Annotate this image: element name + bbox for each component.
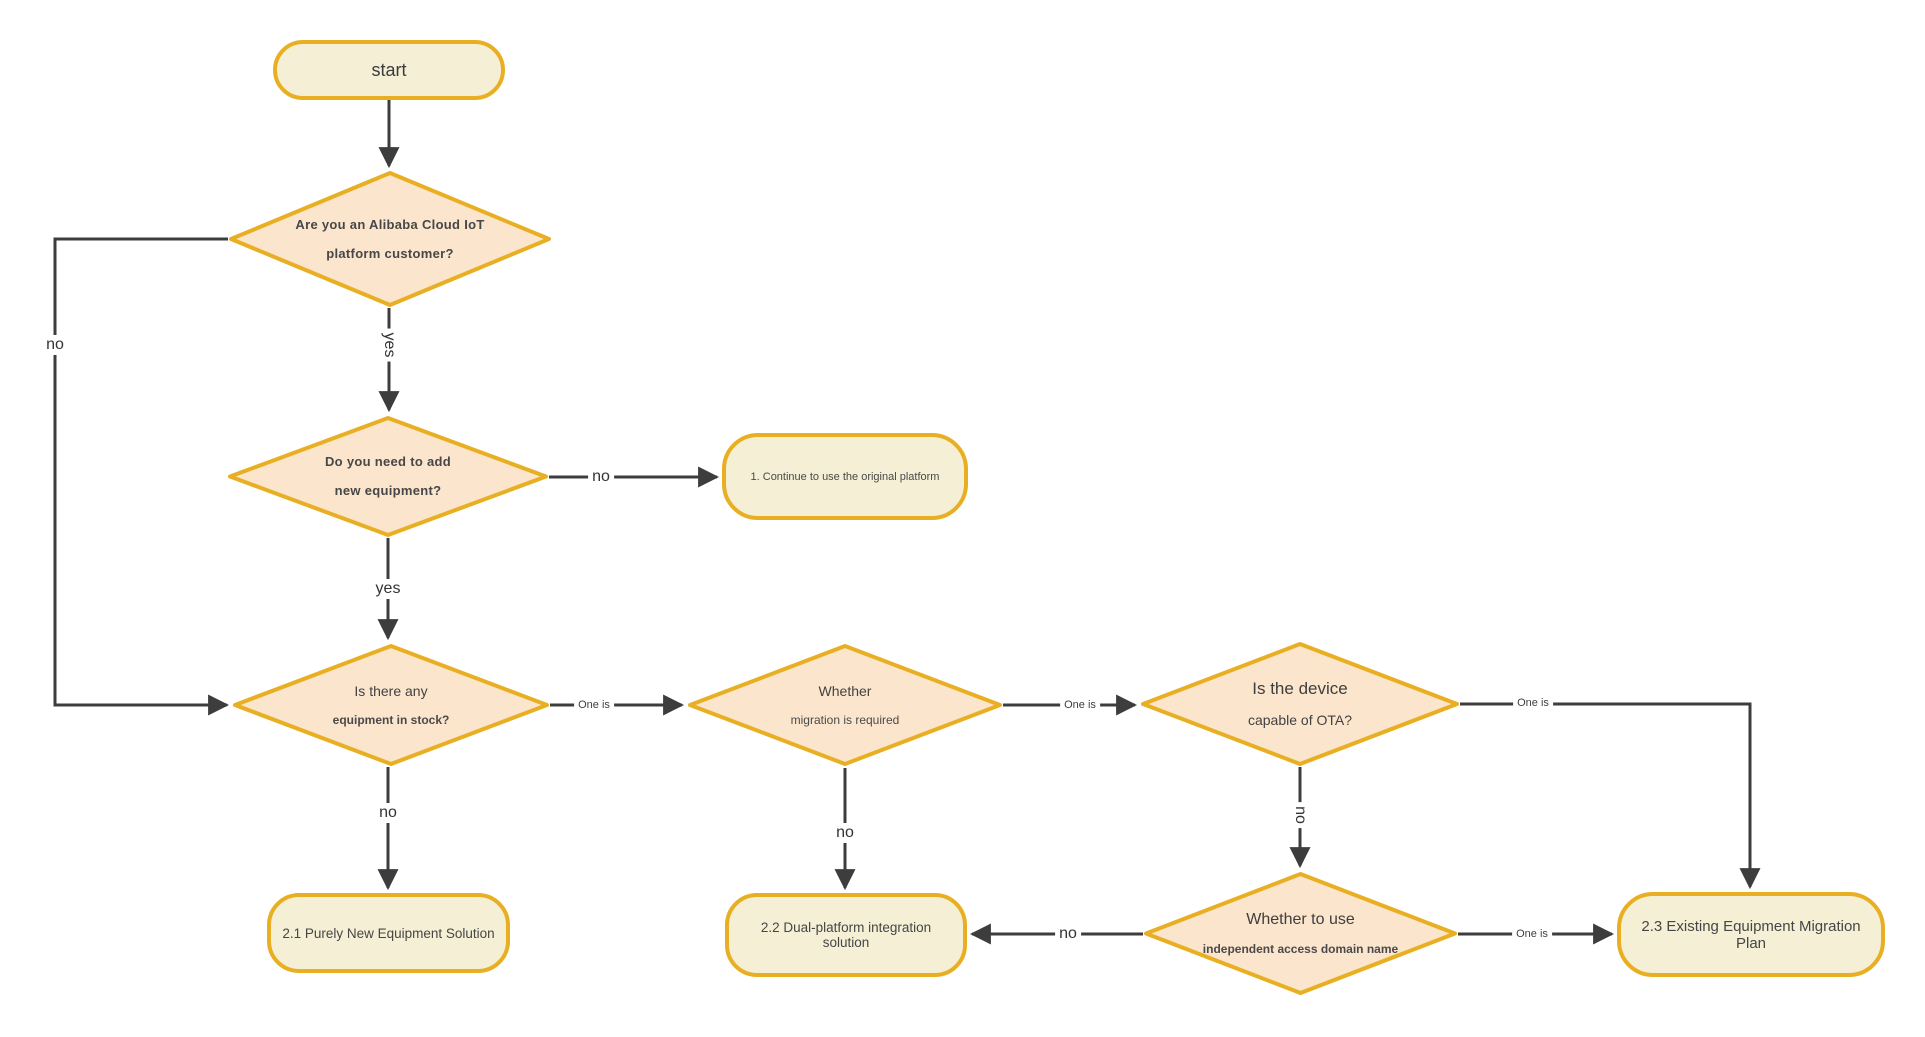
edge-label-migration-no: no (832, 823, 858, 843)
diamond-shape (688, 644, 1002, 766)
node-23-label: 2.3 Existing Equipment Migration Plan (1641, 917, 1861, 952)
decision-migration-required: Whether migration is required (687, 643, 1003, 767)
decision-customer-line2: platform customer? (326, 245, 454, 261)
edge-label-stock-no: no (375, 803, 401, 823)
decision-migration-line1: Whether (818, 682, 872, 699)
node-22-label: 2.2 Dual-platform integration solution (760, 920, 932, 950)
decision-ota-line2: capable of OTA? (1247, 712, 1353, 729)
decision-ota-line1: Is the device (1252, 678, 1348, 698)
node-21-label: 2.1 Purely New Equipment Solution (282, 925, 495, 941)
decision-customer-line1: Are you an Alibaba Cloud IoT (295, 216, 485, 232)
edge-customer-no (53, 237, 230, 716)
node-dual-platform-integration: 2.2 Dual-platform integration solution (725, 893, 967, 977)
edge-label-ota-no: no (1290, 802, 1310, 828)
edge-ota-oneis (1460, 702, 1761, 890)
decision-device-ota-capable: Is the device capable of OTA? (1140, 641, 1460, 767)
decision-domain-line1: Whether to use (1246, 911, 1355, 929)
diamond-shape (229, 171, 551, 307)
decision-equipment-in-stock: Is there any equipment in stock? (232, 643, 550, 767)
decision-migration-line2: migration is required (790, 712, 900, 727)
node-start-label: start (371, 59, 407, 80)
edge-label-customer-yes: yes (379, 328, 399, 362)
edge-label-domain-no: no (1055, 924, 1081, 944)
decision-domain-line2: independent access domain name (1202, 942, 1399, 957)
edge-label-newequip-no: no (588, 467, 614, 487)
diamond-shape (228, 416, 548, 537)
node-continue-label: 1. Continue to use the original platform (750, 470, 940, 483)
node-start: start (273, 40, 505, 100)
node-continue-original-platform: 1. Continue to use the original platform (722, 433, 968, 520)
decision-stock-line1: Is there any (354, 682, 428, 699)
edge-label-domain-oneis: One is (1512, 927, 1552, 941)
edge-label-migration-oneis: One is (1060, 698, 1100, 712)
node-existing-equipment-migration: 2.3 Existing Equipment Migration Plan (1617, 892, 1885, 977)
edge-label-newequip-yes: yes (371, 579, 405, 599)
decision-newequip-line2: new equipment? (334, 483, 442, 498)
decision-alibaba-iot-customer: Are you an Alibaba Cloud IoT platform cu… (228, 170, 552, 308)
edge-label-customer-no: no (42, 335, 68, 355)
decision-independent-domain: Whether to use independent access domain… (1143, 871, 1458, 996)
decision-need-new-equipment: Do you need to add new equipment? (227, 415, 549, 538)
node-purely-new-equipment: 2.1 Purely New Equipment Solution (267, 893, 510, 973)
diamond-shape (1141, 642, 1459, 766)
edge-label-ota-oneis: One is (1513, 696, 1553, 710)
decision-stock-line2: equipment in stock? (332, 712, 450, 727)
edge-label-stock-oneis: One is (574, 698, 614, 712)
diamond-shape (233, 644, 549, 766)
diamond-shape (1144, 872, 1457, 995)
decision-newequip-line1: Do you need to add (324, 454, 451, 470)
